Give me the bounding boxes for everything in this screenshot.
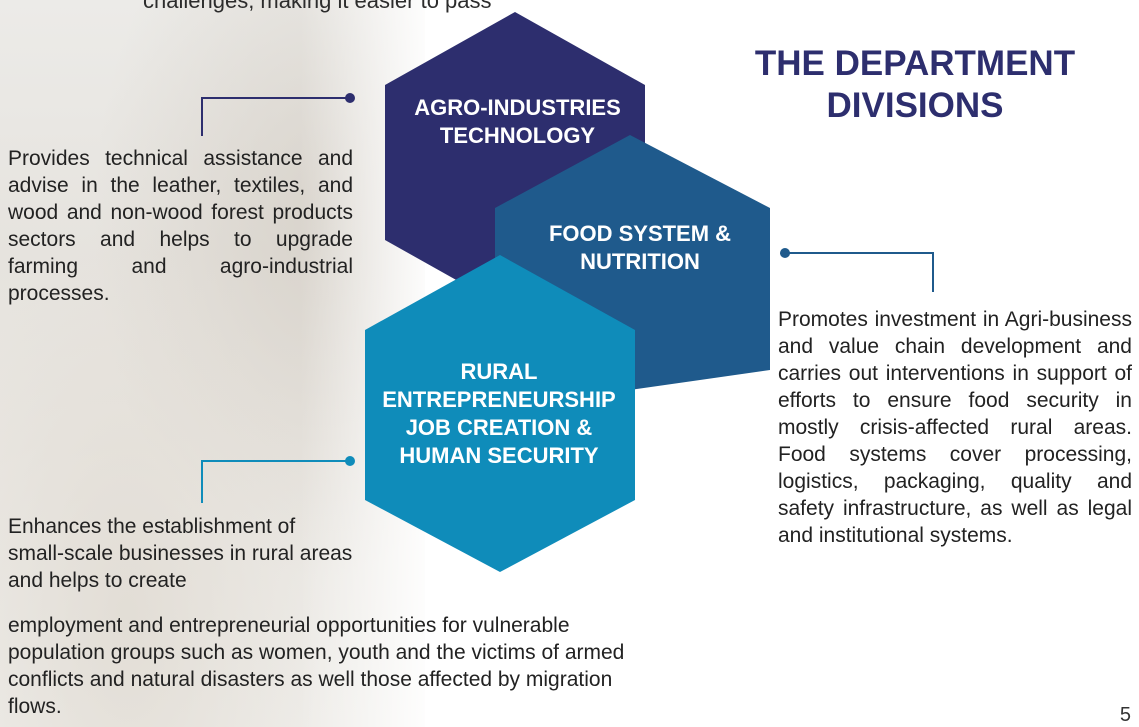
rural-entrepreneurship-label: RURAL ENTREPRENEURSHIP JOB CREATION & HU… — [382, 359, 616, 468]
top-text-fragment: challenges, making it easier to pass — [143, 0, 492, 13]
division-hexagon-diagram — [365, 12, 770, 572]
food-system-description: Promotes investment in Agri-business and… — [778, 308, 1132, 547]
page-number: 5 — [1119, 704, 1131, 726]
connector-food — [780, 248, 934, 292]
hexagon-rural-entrepreneurship — [365, 255, 635, 572]
agro-industries-description: Provides technical assistance and advise… — [8, 147, 353, 305]
rural-description-part2: employment and entrepreneurial opportuni… — [8, 614, 625, 718]
page-title: THE DEPARTMENT DIVISIONS — [754, 44, 1076, 125]
agro-industries-label: AGRO-INDUSTRIES TECHNOLOGY — [414, 95, 621, 148]
food-system-label: FOOD SYSTEM & NUTRITION — [548, 221, 732, 274]
rural-description-part1: Enhances the establishment of small-scal… — [8, 515, 353, 592]
